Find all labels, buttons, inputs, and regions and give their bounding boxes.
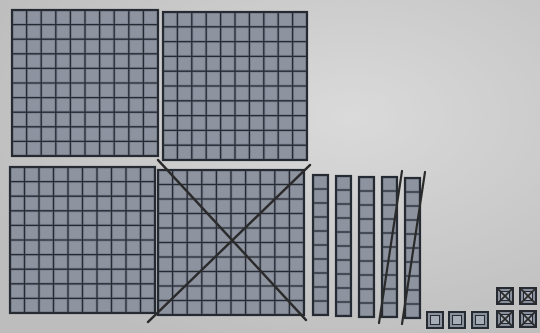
one-unit — [449, 312, 465, 328]
ten-rod — [336, 176, 351, 316]
one-unit — [472, 312, 488, 328]
hundred-block — [12, 10, 158, 156]
one-unit — [520, 311, 536, 327]
one-unit — [427, 312, 443, 328]
one-unit — [497, 288, 513, 304]
one-unit — [520, 288, 536, 304]
ten-rod — [359, 177, 374, 317]
one-unit — [497, 311, 513, 327]
hundred-block — [163, 12, 307, 160]
ten-rod — [313, 175, 328, 315]
hundred-block — [10, 167, 155, 313]
